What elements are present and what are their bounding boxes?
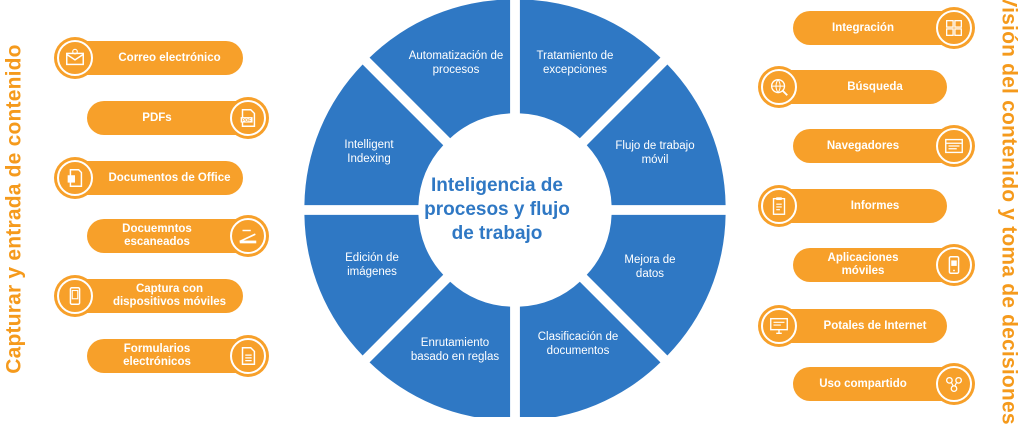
segment-document-classification	[369, 281, 511, 417]
segment-label-intelligent-indexing: Intelligent Indexing	[344, 139, 394, 165]
segment-label-automation: Automatización de procesos	[408, 50, 504, 76]
monitor-icon	[758, 305, 800, 347]
svg-text:PDF: PDF	[242, 118, 251, 123]
report-icon	[758, 185, 800, 227]
segment-mobile-workflow	[586, 214, 726, 356]
globe-search-icon	[758, 66, 800, 108]
segment-label-document-classification: Clasificación de documentos	[537, 331, 619, 357]
right-item-reports: Informes	[773, 189, 947, 223]
puzzle-icon	[933, 7, 975, 49]
right-item-search: Búsqueda	[773, 70, 947, 104]
office-document-icon	[54, 157, 96, 199]
pdf-file-icon: PDF	[227, 97, 269, 139]
mobile-device-icon	[54, 275, 96, 317]
mobile-app-icon	[933, 244, 975, 286]
segment-exceptions	[586, 64, 726, 206]
form-icon	[227, 335, 269, 377]
segment-automation	[519, 0, 661, 139]
segment-data-enhancement	[519, 281, 661, 417]
share-icon	[933, 363, 975, 405]
segment-image-editing	[304, 64, 444, 206]
segment-label-exceptions: Tratamiento de excepciones	[536, 50, 614, 76]
segment-label-image-editing: Edición de imágenes	[345, 252, 399, 278]
center-title: Inteligencia de procesos y flujo de trab…	[424, 175, 570, 244]
center-circle	[423, 118, 607, 302]
segment-label-rule-based-routing: Enrutamiento basado en reglas	[410, 337, 500, 363]
segment-intelligent-indexing	[369, 0, 511, 139]
right-item-internet-portals: Potales de Internet	[773, 309, 947, 343]
email-icon	[54, 37, 96, 79]
browser-icon	[933, 125, 975, 167]
scanner-icon	[227, 215, 269, 257]
segment-rule-based-routing	[304, 214, 444, 356]
segment-label-data-enhancement: Mejora de datos	[624, 254, 676, 280]
segment-label-mobile-workflow: Flujo de trabajo móvil	[615, 140, 695, 166]
